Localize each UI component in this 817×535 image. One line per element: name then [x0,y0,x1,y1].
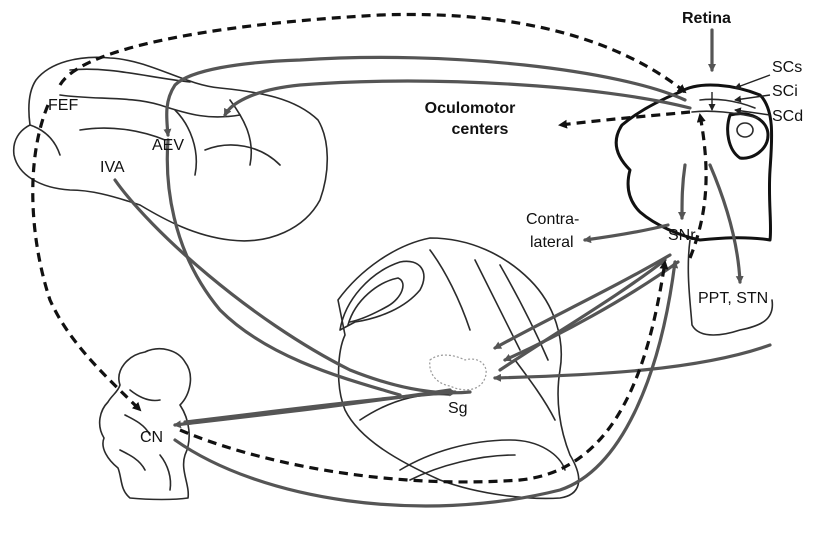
label-cn: CN [140,429,163,446]
label-oculomotor-line1: Oculomotor [425,100,516,117]
solid-pathways [115,57,770,506]
thin-arrows [712,30,770,115]
pathway-iva-to-sg [115,180,470,393]
pathway-snr-to-sg [495,255,670,348]
label-ppt-stn: PPT, STN [698,290,768,307]
pathway-aev-to-sg [167,140,400,395]
pathway-ppt-to-sg [495,345,770,378]
label-snr: SNr [668,227,696,244]
pathway-snr-to-ppt [710,165,740,282]
pathway-snr-to-contralateral [585,225,668,240]
dashed-pathways [33,14,706,482]
label-oculomotor-line2: centers [452,121,509,138]
label-sci: SCi [772,83,798,100]
cerebellum-outline [338,238,579,498]
pathway-sc-to-snr [682,165,685,218]
label-aev: AEV [152,137,184,154]
scs-pointer [735,75,770,88]
label-contra-line1: Contra- [526,211,579,228]
label-iva: IVA [100,159,125,176]
label-retina: Retina [682,10,731,27]
label-fef: FEF [48,97,78,114]
label-scs: SCs [772,59,802,76]
label-sg: Sg [448,400,468,417]
pathway-sg-to-snr [500,260,665,370]
label-scd: SCd [772,108,803,125]
labels: Retina SCs SCi SCd Oculomotor centers FE… [48,10,803,446]
pathway-cn-to-snr [175,262,675,506]
pathway-cn-to-snr-dashed [180,262,665,482]
pathway-cn-to-sg [185,392,455,422]
label-contra-line2: lateral [530,234,574,251]
